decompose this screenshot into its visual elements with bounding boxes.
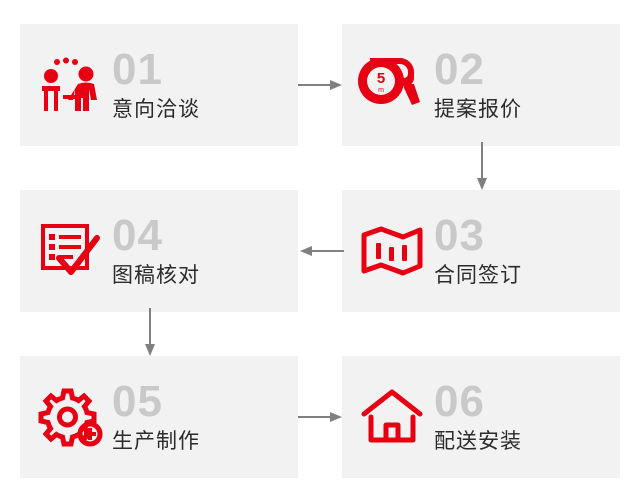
step-text-06: 06 配送安装 — [434, 356, 620, 478]
checklist-check-icon — [20, 190, 112, 312]
step-card-04[interactable]: 04 图稿核对 — [20, 190, 298, 312]
step-text-03: 03 合同签订 — [434, 190, 620, 312]
arrow-right-icon-01-to-02 — [298, 74, 344, 98]
step-card-05[interactable]: 05 生产制作 — [20, 356, 298, 478]
arrow-down-icon-02-to-03 — [470, 142, 494, 192]
tape-measure-icon: 5 m — [342, 24, 434, 146]
step-label-06: 配送安装 — [434, 430, 522, 454]
folded-map-icon — [342, 190, 434, 312]
step-text-01: 01 意向洽谈 — [112, 24, 298, 146]
step-number-04: 04 — [112, 211, 163, 261]
step-label-01: 意向洽谈 — [112, 98, 200, 122]
svg-text:5: 5 — [377, 70, 385, 87]
step-label-02: 提案报价 — [434, 98, 522, 122]
arrow-down-icon-04-to-05 — [138, 308, 162, 358]
step-text-05: 05 生产制作 — [112, 356, 298, 478]
gear-plus-icon — [20, 356, 112, 478]
step-number-06: 06 — [434, 377, 485, 427]
step-card-03[interactable]: 03 合同签订 — [342, 190, 620, 312]
svg-text:m: m — [378, 87, 384, 94]
arrow-left-icon-03-to-04 — [298, 240, 344, 264]
step-card-02[interactable]: 5 m 02 提案报价 — [342, 24, 620, 146]
step-card-01[interactable]: 01 意向洽谈 — [20, 24, 298, 146]
step-number-02: 02 — [434, 45, 485, 95]
step-label-03: 合同签订 — [434, 264, 522, 288]
step-text-02: 02 提案报价 — [434, 24, 620, 146]
step-label-05: 生产制作 — [112, 430, 200, 454]
step-number-01: 01 — [112, 45, 163, 95]
step-card-06[interactable]: 06 配送安装 — [342, 356, 620, 478]
step-text-04: 04 图稿核对 — [112, 190, 298, 312]
meeting-discussion-icon — [20, 24, 112, 146]
step-number-05: 05 — [112, 377, 163, 427]
step-number-03: 03 — [434, 211, 485, 261]
house-icon — [342, 356, 434, 478]
arrow-right-icon-05-to-06 — [298, 406, 344, 430]
step-label-04: 图稿核对 — [112, 264, 200, 288]
